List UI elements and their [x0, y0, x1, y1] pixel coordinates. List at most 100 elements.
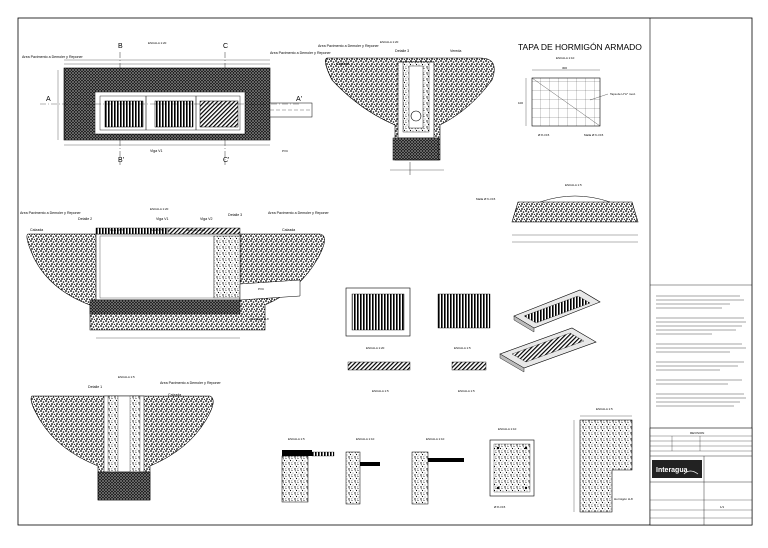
grate-details: ESCALA 1:20 ESCALA 1:5 ESCALA 1:5 ESCALA…: [345, 287, 601, 393]
grate-profile: [451, 361, 487, 371]
callout-rebar: Ø 8 c/15: [538, 133, 550, 137]
callout-calzada: Calzada: [168, 393, 181, 397]
dimension-value: 100: [518, 101, 523, 105]
grate-bars: [351, 293, 405, 331]
scale-label: ESCALA 1:20: [148, 41, 167, 45]
concrete-wall: [213, 235, 241, 299]
dimension-value: 300: [562, 66, 567, 70]
beam-concrete: [493, 443, 531, 493]
scale-label: ESCALA 1:5: [288, 437, 305, 441]
section-bb: ESCALA 1:20 Area Pavimento a Demoler y R…: [318, 40, 495, 175]
callout-pvc: PVC: [258, 287, 265, 291]
callout-tapa-note: Tapa de H°A° mod.: [610, 92, 636, 96]
rebar-dot: [496, 486, 500, 490]
small-details: ESCALA 1:5 ESCALA 1:10 ESCALA 1:10 ESCAL…: [281, 407, 633, 513]
detail-wall: [411, 451, 429, 505]
tapa-section-body: [511, 201, 639, 223]
pipe-section: [410, 110, 422, 122]
scale-label: ESCALA 1:5: [458, 389, 475, 393]
scale-label: ESCALA 1:10: [426, 437, 445, 441]
callout-calzada: Calzada: [30, 228, 43, 232]
section-aa: ESCALA 1:20 Area Pavimento a Demoler y R…: [20, 207, 330, 339]
callout-area-pavimento: Area Pavimento a Demoler y Reponer: [160, 381, 222, 385]
callout-vereda: Vereda: [450, 49, 461, 53]
section-mark-a: A: [46, 96, 51, 103]
outlet-pipe: [239, 279, 301, 301]
callout-calzada: Calzada: [282, 228, 295, 232]
rebar-dot: [496, 446, 500, 450]
callout-detalle: Detalle 2: [78, 217, 92, 221]
callout-hormigon: Hormigón H-8: [250, 317, 269, 321]
tapa-section: ESCALA 1:5 Malla Ø 6 c/15: [476, 183, 639, 243]
concrete-wall: [107, 395, 119, 473]
base-slab: [97, 471, 151, 501]
base-slab: [89, 299, 241, 315]
callout-area-pavimento: Area Pavimento a Demoler y Reponer: [318, 44, 380, 48]
concrete-wall: [129, 395, 141, 473]
callout-area-pavimento: Area Pavimento a Demoler y Reponer: [20, 211, 82, 215]
corner-detail: [579, 419, 633, 513]
callout-rebar: Ø 8 c/15: [494, 505, 506, 509]
detail-wall: [345, 451, 361, 505]
detail-cap: [282, 450, 312, 456]
tapa-section: [167, 227, 241, 235]
scale-label: ESCALA 1:20: [366, 346, 385, 350]
plan-view: ESCALA 1:20 B C A A' B' C' Area Paviment…: [22, 41, 332, 165]
detail-angle: [428, 458, 464, 462]
scale-label: ESCALA 1:20: [380, 40, 399, 44]
scale-label: ESCALA 1:5: [372, 389, 389, 393]
base-slab: [392, 137, 440, 161]
section-mark-b-prime: B': [118, 157, 124, 164]
cover-slab: [199, 100, 239, 128]
scale-label: ESCALA 1:5: [596, 407, 613, 411]
callout-viga: Viga V1: [156, 217, 169, 221]
revision-label: REVISION: [690, 431, 704, 435]
chamber-inner: [99, 235, 215, 299]
callout-detalle: Detalle 3: [395, 49, 409, 53]
grate-iso-side: [499, 353, 525, 373]
callout-viga: Viga V2: [200, 217, 213, 221]
section-mark-b: B: [118, 43, 123, 50]
scale-label: ESCALA 1:10: [498, 427, 517, 431]
logo-wave: [683, 470, 699, 475]
grate-iso-bars: [511, 332, 585, 363]
callout-area-pavimento: Area Pavimento a Demoler y Reponer: [22, 55, 84, 59]
callout-tapa: Tapa de HoAo: [186, 228, 205, 232]
leader-line: [589, 93, 609, 101]
company-name: Interagua: [656, 467, 688, 474]
grate-1: [104, 100, 144, 128]
grate-profile: [347, 361, 411, 371]
scale-label: ESCALA 1:5: [118, 375, 135, 379]
callout-area-pavimento: Area Pavimento a Demoler y Reponer: [268, 211, 330, 215]
scale-label: ESCALA 1:20: [150, 207, 169, 211]
callout-detalle: Detalle 1: [88, 385, 102, 389]
sheet-number: 1/1: [720, 505, 725, 509]
detail-grate: [311, 451, 335, 457]
detail-angle: [360, 462, 380, 466]
section-mark-a-prime: A': [296, 96, 302, 103]
section-mark-c-prime: C': [223, 157, 229, 164]
scale-label: ESCALA 1:5: [565, 183, 582, 187]
section-mark-c: C: [223, 43, 228, 50]
scale-label: ESCALA 1:5: [454, 346, 471, 350]
rebar-dot: [524, 446, 528, 450]
company-logo: [652, 460, 702, 478]
callout-reja: Reja AbTL: [110, 228, 124, 232]
callout-malla: Malla Ø 6 c/15: [584, 133, 604, 137]
scale-label: ESCALA 1:10: [556, 56, 575, 60]
callout-malla: Malla Ø 6 c/15: [476, 197, 496, 201]
callout-viga: Viga V1: [150, 149, 163, 153]
notes-column: [650, 284, 752, 407]
callout-calzada: Calzada: [336, 62, 349, 66]
grate-2: [154, 100, 194, 128]
main-title: TAPA DE HORMIGÓN ARMADO: [518, 42, 642, 52]
callout-reja: Reja AbTL: [150, 228, 164, 232]
callout-area-pavimento: Area Pavimento a Demoler y Reponer: [270, 51, 332, 55]
callout-pvc: PVC: [282, 149, 289, 153]
notes-text-lines: [656, 295, 746, 407]
rebar-dot: [524, 486, 528, 490]
rebar-diagonal: [531, 77, 601, 127]
tapa-detail: TAPA DE HORMIGÓN ARMADO ESCALA 1:10 300 …: [518, 42, 642, 137]
